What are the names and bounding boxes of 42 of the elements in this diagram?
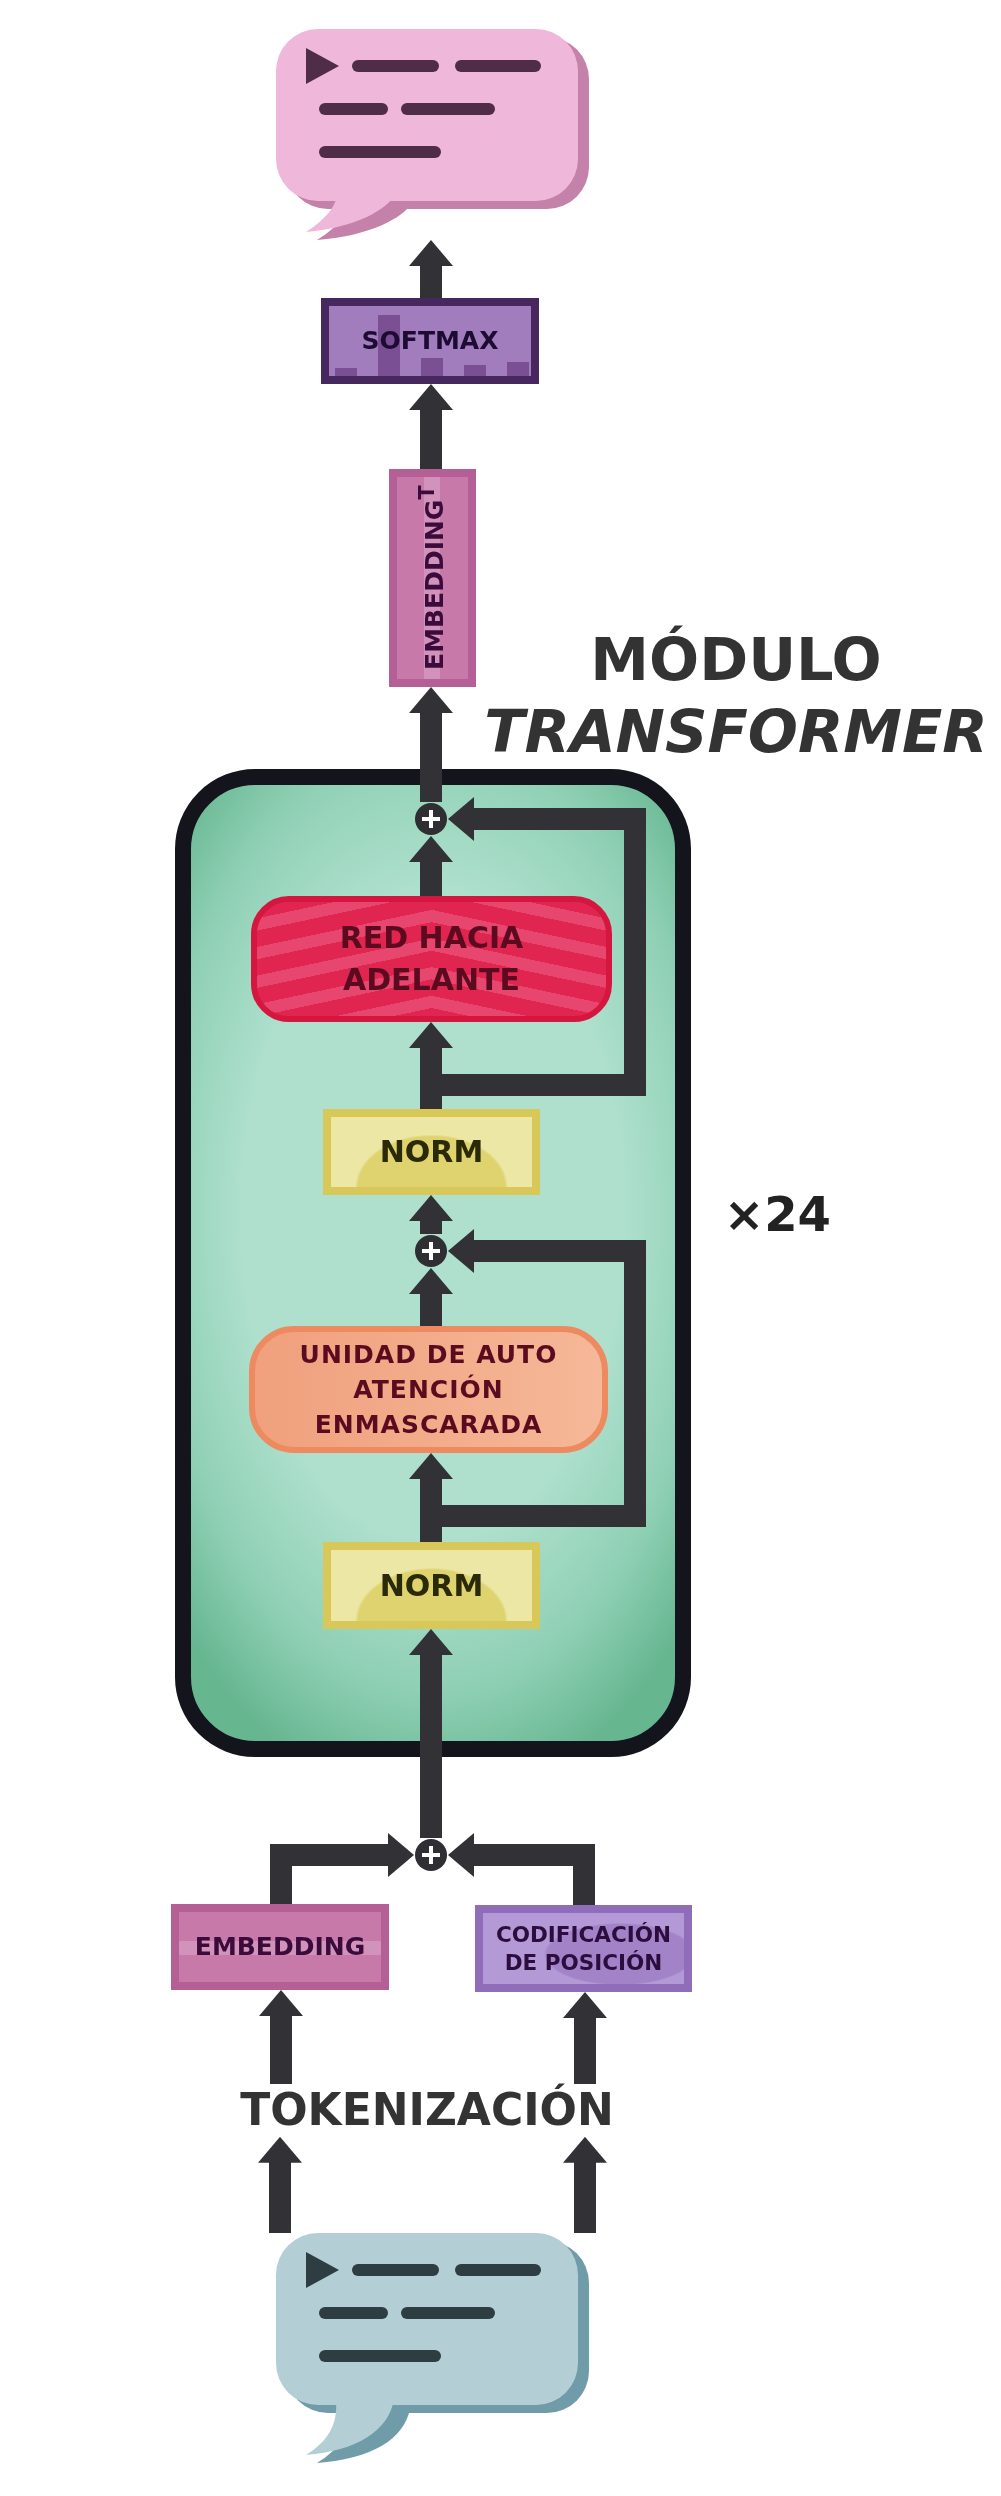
layer-label: UNIDAD DE AUTO ATENCIÓN ENMASCARADA [298, 1339, 559, 1441]
plus-icon [414, 802, 448, 836]
connector-line [420, 1085, 442, 1109]
arrow [258, 2136, 302, 2233]
layer-label: CODIFICACIÓN DE POSICIÓN [494, 1920, 673, 1977]
repeat-count: ×24 [724, 1186, 831, 1244]
feed-forward-layer [251, 896, 612, 1022]
embedding-layer [171, 1904, 389, 1990]
embedding-layer [389, 469, 476, 687]
arrow [409, 1195, 453, 1234]
arrow [409, 687, 453, 802]
arrow [563, 1992, 607, 2084]
layer-label: RED HACIA ADELANTE [338, 919, 525, 999]
plus-icon [414, 1838, 448, 1872]
arrow [409, 1022, 453, 1085]
step-label: TOKENIZACIÓN [240, 2084, 614, 2137]
arrow [448, 1833, 595, 1905]
arrow [270, 1833, 414, 1904]
plus-icon [414, 1234, 448, 1268]
layer-label: SOFTMAX [361, 326, 499, 356]
speech-bubble [276, 29, 589, 240]
softmax-layer [321, 298, 539, 384]
arrow [409, 1629, 453, 1838]
attention-layer [249, 1326, 608, 1453]
module-heading: MÓDULO TRANSFORMER [483, 624, 989, 768]
arrow [409, 1453, 453, 1516]
arrow [442, 1229, 646, 1527]
norm-layer [323, 1109, 540, 1195]
arrow [409, 836, 453, 896]
arrow [563, 2136, 607, 2233]
arrow [442, 797, 646, 1096]
layer-label: EMBEDDING [194, 1932, 366, 1962]
layer-label: NORM [379, 1567, 484, 1604]
layer-label: NORM [379, 1134, 484, 1170]
norm-layer [323, 1542, 540, 1629]
arrow [409, 384, 453, 469]
speech-bubble [276, 2233, 589, 2463]
positional-encoding-layer [475, 1905, 692, 1992]
arrow [409, 1268, 453, 1326]
connector-line [420, 1516, 442, 1542]
arrow [409, 240, 453, 298]
arrow [259, 1990, 303, 2084]
